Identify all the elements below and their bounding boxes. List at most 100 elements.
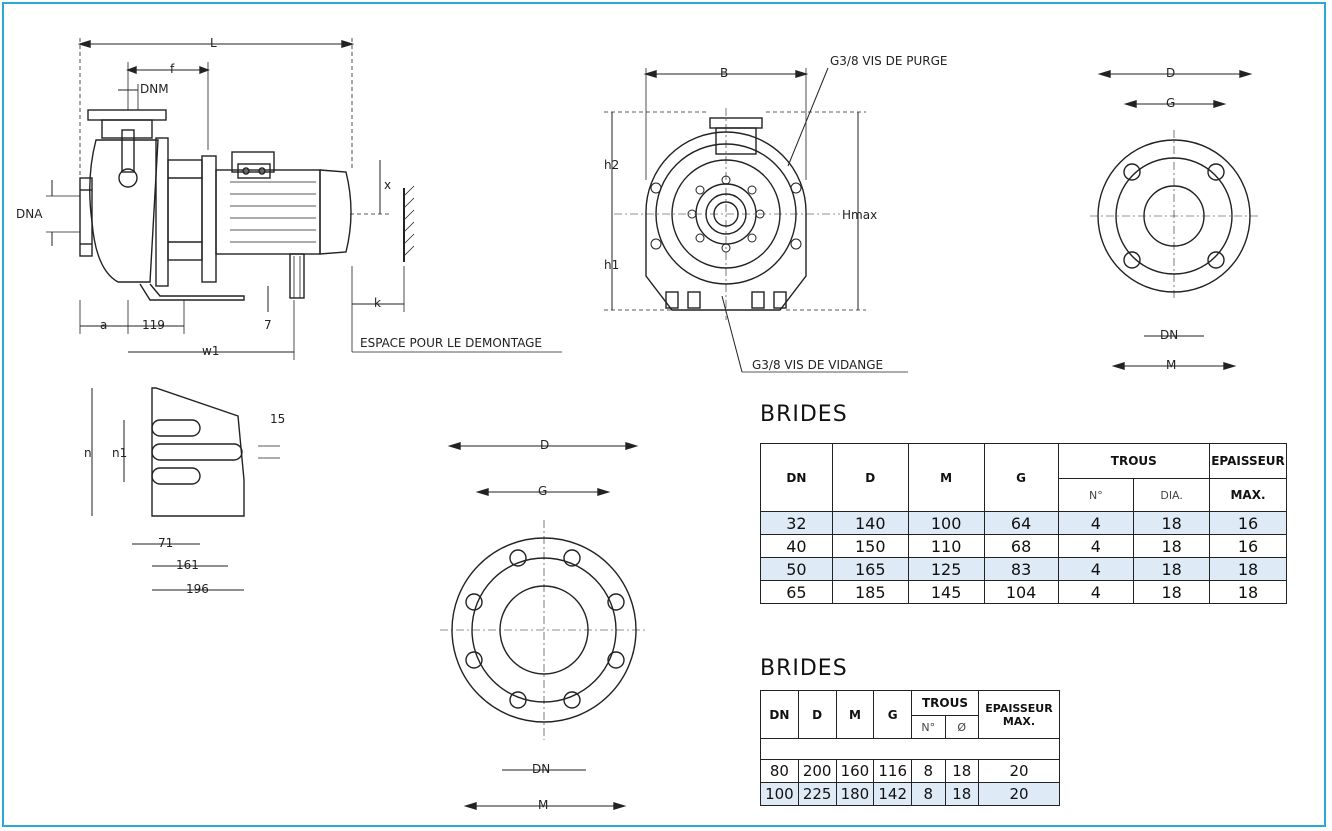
flange-4-hole-view [1090,70,1258,370]
table-cell: 83 [983,557,1059,581]
table-cell: 18 [1133,580,1211,604]
dim-label-flange8-G: G [538,484,548,498]
table-cell: 68 [983,534,1059,558]
dim-label-hmax: Hmax [842,208,878,222]
pump-front-view [604,67,908,373]
label-vis-vidange: G3/8 VIS DE VIDANGE [752,358,884,372]
dim-label-a: a [100,318,108,332]
table-cell: 18 [1133,557,1211,581]
table1-title: BRIDES [760,402,848,427]
col-max: MAX. [1209,478,1287,512]
table-cell: 180 [835,782,875,806]
table-cell: 20 [977,782,1061,806]
col-d: D [831,443,909,512]
table-cell: 125 [907,557,985,581]
table-cell: 4 [1057,557,1135,581]
table-cell: 140 [831,511,909,535]
dim-label-flange-G: G [1166,96,1176,110]
dim-label-161: 161 [176,558,199,572]
table-cell: 50 [760,557,833,581]
col-dia: Ø [944,715,979,739]
dim-label-x: x [384,178,392,192]
col-dn: DN [760,690,799,739]
table-cell: 20 [977,759,1061,783]
table-cell: 18 [944,759,979,783]
table-cell: 8 [911,759,946,783]
table-cell: 100 [907,511,985,535]
dim-label-196: 196 [186,582,209,596]
table-cell: 65 [760,580,833,604]
table-cell: 185 [831,580,909,604]
table-cell: 165 [831,557,909,581]
col-d: D [797,690,837,739]
table-cell: 116 [873,759,913,783]
dim-label-h1: h1 [604,258,620,272]
table-cell: 18 [944,782,979,806]
dim-label-flange8-D: D [540,438,550,452]
col-m: M [835,690,875,739]
col-no: N° [911,715,946,739]
label-vis-purge: G3/8 VIS DE PURGE [830,54,948,68]
table2-spacer [760,738,1060,760]
table-cell: 100 [760,782,799,806]
table-cell: 104 [983,580,1059,604]
table-cell: 4 [1057,580,1135,604]
col-epaisseur: EPAISSEUR MAX. [977,690,1061,739]
col-trous: TROUS [1057,443,1211,479]
col-epaisseur-label: EPAISSEUR [985,701,1053,715]
table-cell: 18 [1209,580,1287,604]
pump-side-view [46,38,562,360]
dim-label-n: n [84,446,92,460]
dim-label-n1: n1 [112,446,128,460]
table-cell: 16 [1209,534,1287,558]
dim-label-dnm: DNM [140,82,169,96]
col-trous: TROUS [911,690,979,716]
col-m: M [907,443,985,512]
table-cell: 4 [1057,534,1135,558]
dim-label-flange8-M: M [538,798,549,812]
dim-label-flange8-DN: DN [532,762,551,776]
table-cell: 145 [907,580,985,604]
table-cell: 150 [831,534,909,558]
table-cell: 160 [835,759,875,783]
dim-label-f: f [170,62,175,76]
col-no: N° [1057,478,1135,512]
table-cell: 225 [797,782,837,806]
table-cell: 16 [1209,511,1287,535]
table-cell: 18 [1209,557,1287,581]
table-cell: 32 [760,511,833,535]
dim-label-7: 7 [264,318,272,332]
dim-label-h2: h2 [604,158,620,172]
dim-label-flange-D: D [1166,66,1176,80]
dim-label-15: 15 [270,412,286,426]
table-cell: 64 [983,511,1059,535]
flange-8-hole-view [440,442,648,810]
table-cell: 80 [760,759,799,783]
col-max-label: MAX. [1002,714,1036,728]
table-cell: 142 [873,782,913,806]
col-g: G [873,690,913,739]
dim-label-flange-M: M [1166,358,1177,372]
label-espace-demontage: ESPACE POUR LE DEMONTAGE [360,336,543,350]
dim-label-k: k [374,296,381,310]
col-dn: DN [760,443,833,512]
col-dia: DIA. [1133,478,1211,512]
brides-table-1: DN D M G TROUS EPAISSEUR N° DIA. MAX. 32… [760,443,1287,604]
table-cell: 200 [797,759,837,783]
dim-label-71: 71 [158,536,174,550]
dim-label-flange-DN: DN [1160,328,1179,342]
dim-label-B: B [720,66,729,80]
table-cell: 110 [907,534,985,558]
foot-bracket-view [91,387,280,591]
table-cell: 4 [1057,511,1135,535]
col-g: G [983,443,1059,512]
table-cell: 8 [911,782,946,806]
